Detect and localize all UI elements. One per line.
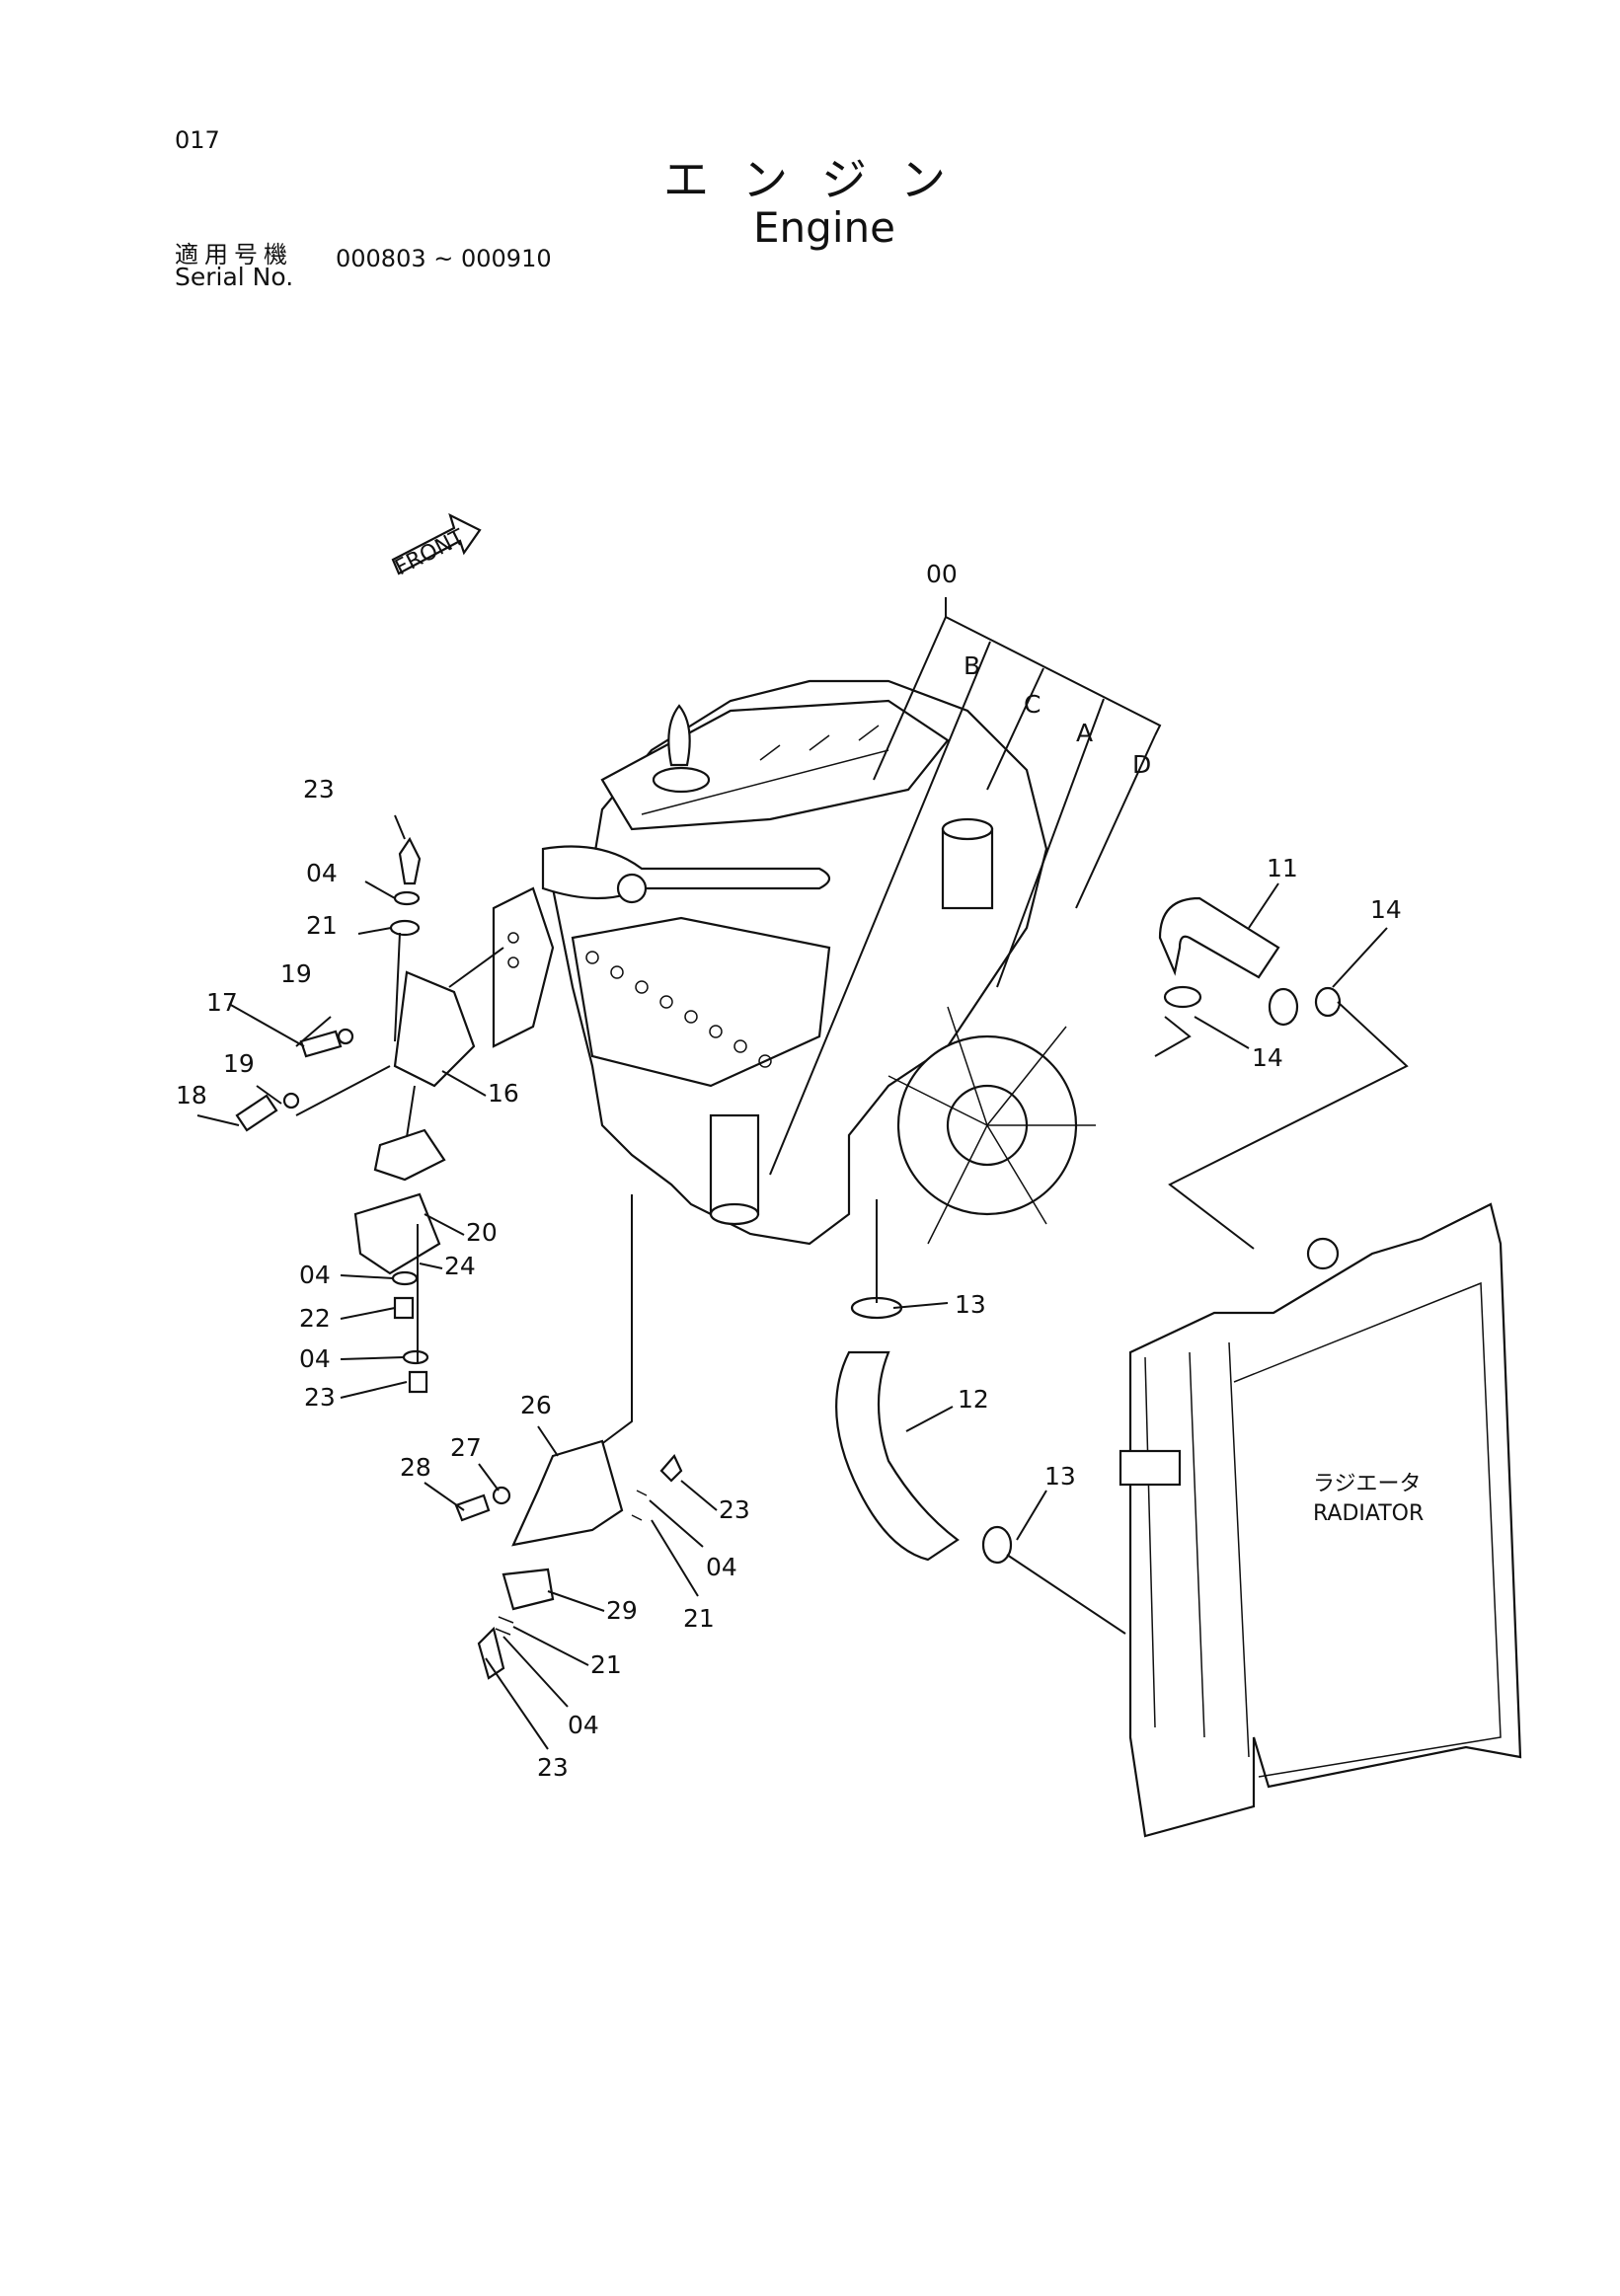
callout-20: 20 — [466, 1218, 498, 1247]
callout-04b: 04 — [299, 1261, 331, 1289]
radiator-label-english: RADIATOR — [1313, 1501, 1424, 1526]
callout-29: 29 — [606, 1596, 638, 1625]
callout-c: C — [1024, 690, 1041, 719]
front-arrow: FRONT — [391, 512, 482, 581]
callout-26: 26 — [520, 1391, 552, 1419]
callout-14a: 14 — [1370, 895, 1402, 924]
title-english: Engine — [753, 203, 895, 252]
front-mount-parts — [454, 1194, 683, 1680]
left-mount-parts — [235, 836, 504, 1394]
hose-11 — [1154, 896, 1409, 1250]
callout-leaders — [196, 814, 1388, 1750]
page-number: 017 — [175, 126, 220, 154]
callout-14b: 14 — [1252, 1043, 1283, 1072]
callout-17: 17 — [206, 988, 238, 1017]
callout-12: 12 — [958, 1385, 989, 1414]
callout-labels: 00 B C A D 11 14 14 13 12 13 23 04 21 19… — [176, 560, 1402, 1782]
callout-27: 27 — [450, 1433, 482, 1462]
callout-22: 22 — [299, 1304, 331, 1333]
serial-range: 000803 ~ 000910 — [336, 245, 552, 272]
callout-23d: 23 — [537, 1753, 569, 1782]
callout-21c: 21 — [590, 1650, 622, 1679]
callout-13b: 13 — [1044, 1462, 1076, 1491]
callout-23a: 23 — [303, 775, 335, 804]
callout-b: B — [964, 651, 980, 680]
callout-24: 24 — [444, 1252, 476, 1280]
callout-13a: 13 — [955, 1290, 986, 1319]
serial-label-japanese: 適用号機 — [175, 241, 293, 268]
title-japanese: エンジン — [663, 153, 979, 206]
front-label: FRONT — [391, 525, 469, 581]
callout-16: 16 — [488, 1079, 519, 1108]
callout-18: 18 — [176, 1081, 207, 1110]
callout-d: D — [1132, 750, 1151, 779]
callout-19a: 19 — [280, 959, 312, 988]
callout-00-leader — [769, 597, 1162, 1176]
callout-21b: 21 — [683, 1604, 715, 1633]
serial-label-english: Serial No. — [175, 263, 294, 291]
callout-23c: 23 — [719, 1495, 750, 1524]
callout-00: 00 — [926, 560, 958, 588]
callout-04c: 04 — [299, 1344, 331, 1373]
hose-12 — [835, 1199, 1126, 1635]
callout-11: 11 — [1267, 854, 1298, 882]
engine-assembly — [492, 679, 1096, 1246]
callout-23b: 23 — [304, 1383, 336, 1412]
callout-28: 28 — [400, 1453, 431, 1482]
callout-19b: 19 — [223, 1049, 255, 1078]
callout-a: A — [1076, 719, 1093, 747]
callout-04e: 04 — [568, 1711, 599, 1739]
callout-04a: 04 — [306, 859, 338, 887]
radiator: ラジエータ RADIATOR — [1119, 1202, 1522, 1838]
callout-04d: 04 — [706, 1553, 737, 1581]
radiator-label-japanese: ラジエータ — [1313, 1472, 1422, 1496]
callout-21a: 21 — [306, 911, 338, 940]
